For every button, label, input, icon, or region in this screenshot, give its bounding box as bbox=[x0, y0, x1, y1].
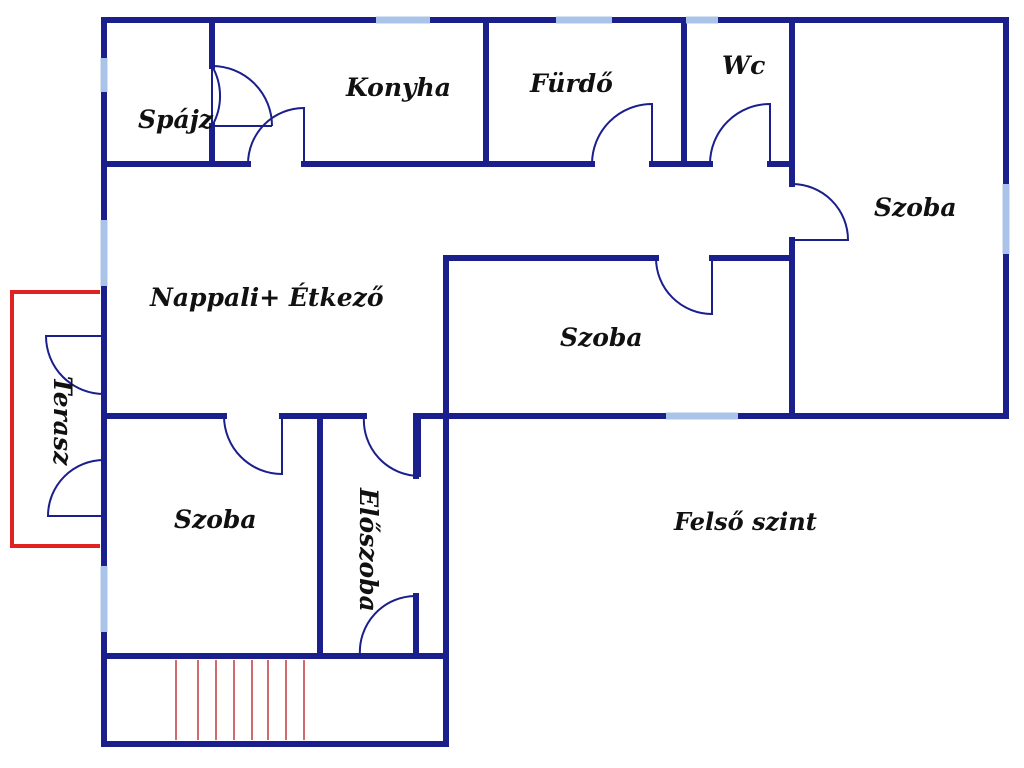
room-label-furdo: Fürdő bbox=[529, 69, 613, 98]
room-label-szoba-left: Szoba bbox=[174, 505, 257, 534]
room-label-eloszoba: Előszoba bbox=[354, 487, 383, 612]
room-label-szoba-middle: Szoba bbox=[560, 323, 643, 352]
room-label-konyha: Konyha bbox=[345, 73, 451, 102]
room-label-szoba-right: Szoba bbox=[874, 193, 957, 222]
room-label-wc: Wc bbox=[722, 51, 765, 80]
room-label-nappali: Nappali+ Étkező bbox=[149, 283, 384, 312]
doors bbox=[44, 62, 850, 657]
room-label-terasz: Terasz bbox=[48, 376, 77, 466]
terrace-outline bbox=[10, 290, 100, 548]
windows bbox=[100, 16, 1010, 632]
stairs bbox=[175, 660, 305, 740]
room-label-felso-szint: Felső szint bbox=[673, 507, 817, 536]
room-label-spajz: Spájz bbox=[138, 105, 214, 134]
outer-walls bbox=[101, 17, 1009, 747]
interior-walls bbox=[101, 17, 795, 659]
